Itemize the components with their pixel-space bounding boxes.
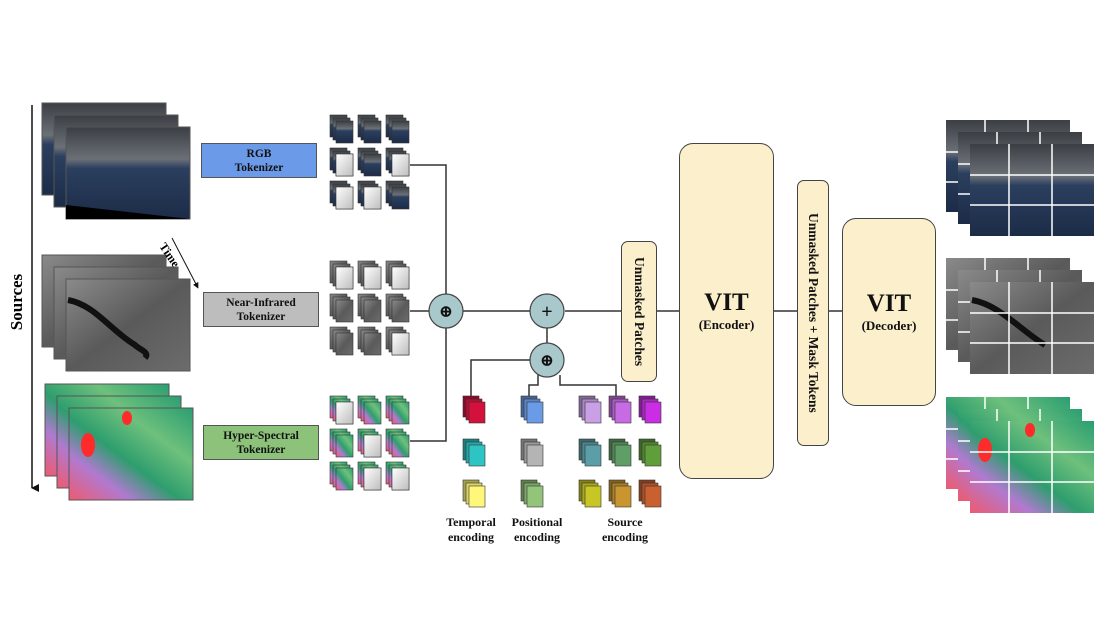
vit-encoder-block: VIT (Encoder): [679, 143, 774, 479]
token-patch: [329, 260, 354, 290]
positional-encoding-token: [520, 438, 544, 467]
rgb-tokenizer-line1: RGB: [246, 147, 272, 160]
source-encoding-token: [578, 479, 602, 508]
encoder-title: VIT: [704, 289, 749, 316]
decoder-title: VIT: [866, 290, 912, 317]
svg-text:⊕: ⊕: [439, 302, 453, 321]
unmasked-patches-block: Unmasked Patches: [621, 241, 657, 382]
decoder-subtitle: (Decoder): [861, 318, 917, 333]
nir-tokenizer-line2: Tokenizer: [236, 310, 286, 323]
token-patch: [385, 326, 410, 356]
hyperspectral-image-stack: [44, 383, 194, 501]
nir-tokenizer-line1: Near-Infrared: [226, 296, 296, 309]
hsi-tokenizer-line1: Hyper-Spectral: [223, 429, 299, 442]
token-patch: [385, 260, 410, 290]
unmasked-plus-mask-label: Unmasked Patches + Mask Tokens: [806, 213, 821, 413]
positional-label-line1: Positional: [511, 515, 563, 529]
source-encoding-token: [578, 395, 602, 424]
connector-lines: [410, 164, 842, 442]
svg-text:+: +: [541, 301, 552, 323]
token-patch: [329, 395, 354, 425]
temporal-encoding-token: [462, 438, 486, 467]
token-patch: [357, 180, 382, 210]
temporal-label-line1: Temporal: [446, 515, 496, 529]
concat-operator: ⊕: [428, 293, 464, 329]
hyperspectral-tokenizer: Hyper-Spectral Tokenizer: [203, 425, 319, 460]
time-axis-arrow: [171, 237, 199, 289]
source-label-line2: encoding: [601, 530, 648, 544]
token-patch: [357, 147, 382, 177]
add-operator: +: [529, 293, 565, 329]
token-patch: [329, 180, 354, 210]
rgb-token-grid: [329, 114, 410, 210]
token-patch: [385, 293, 410, 323]
token-patch: [329, 114, 354, 144]
token-patch: [385, 180, 410, 210]
temporal-encoding-label: Temporal encoding: [438, 515, 504, 545]
unmasked-plus-mask-block: Unmasked Patches + Mask Tokens: [797, 180, 829, 446]
rgb-image-stack: [41, 102, 191, 220]
vit-decoder-block: VIT (Decoder): [842, 218, 936, 406]
nir-tokenizer: Near-Infrared Tokenizer: [203, 292, 319, 327]
encoder-subtitle: (Encoder): [698, 317, 755, 332]
token-patch: [385, 147, 410, 177]
output-hsi-stack: [946, 397, 1094, 513]
token-patch: [385, 428, 410, 458]
source-encoding-label: Source encoding: [590, 515, 660, 545]
token-patch: [357, 293, 382, 323]
source-encoding-token: [638, 479, 662, 508]
nir-token-grid: [329, 260, 410, 356]
token-patch: [329, 461, 354, 491]
token-patch: [357, 260, 382, 290]
token-patch: [385, 395, 410, 425]
unmasked-patches-label: Unmasked Patches: [632, 256, 647, 367]
encoding-concat-operator: ⊕: [529, 342, 565, 378]
output-rgb-stack: [946, 120, 1094, 236]
rgb-tokenizer: RGB Tokenizer: [201, 143, 317, 178]
token-patch: [329, 147, 354, 177]
token-patch: [385, 114, 410, 144]
source-encoding-token: [578, 438, 602, 467]
temporal-label-line2: encoding: [447, 530, 494, 544]
positional-encoding-label: Positional encoding: [504, 515, 570, 545]
sources-axis-label: Sources: [7, 273, 26, 331]
source-label-line1: Source: [607, 515, 643, 529]
token-patch: [357, 326, 382, 356]
nir-image-stack: [41, 254, 191, 372]
positional-encoding-token: [520, 395, 544, 424]
token-patch: [357, 428, 382, 458]
source-encoding-token: [638, 395, 662, 424]
token-patch: [357, 461, 382, 491]
svg-text:⊕: ⊕: [540, 351, 554, 370]
hsi-tokenizer-line2: Tokenizer: [236, 443, 286, 456]
source-encoding-token: [638, 438, 662, 467]
token-patch: [329, 293, 354, 323]
output-nir-stack: [946, 258, 1094, 374]
positional-encoding-token: [520, 479, 544, 508]
positional-label-line2: encoding: [513, 530, 560, 544]
token-patch: [329, 428, 354, 458]
token-patch: [357, 395, 382, 425]
temporal-encoding-token: [462, 479, 486, 508]
source-encoding-token: [608, 395, 632, 424]
rgb-tokenizer-line2: Tokenizer: [234, 161, 284, 174]
source-encoding-token: [608, 479, 632, 508]
temporal-encoding-token: [462, 395, 486, 424]
token-patch: [385, 461, 410, 491]
source-encoding-token: [608, 438, 632, 467]
token-patch: [329, 326, 354, 356]
token-patch: [357, 114, 382, 144]
hsi-token-grid: [329, 395, 410, 491]
